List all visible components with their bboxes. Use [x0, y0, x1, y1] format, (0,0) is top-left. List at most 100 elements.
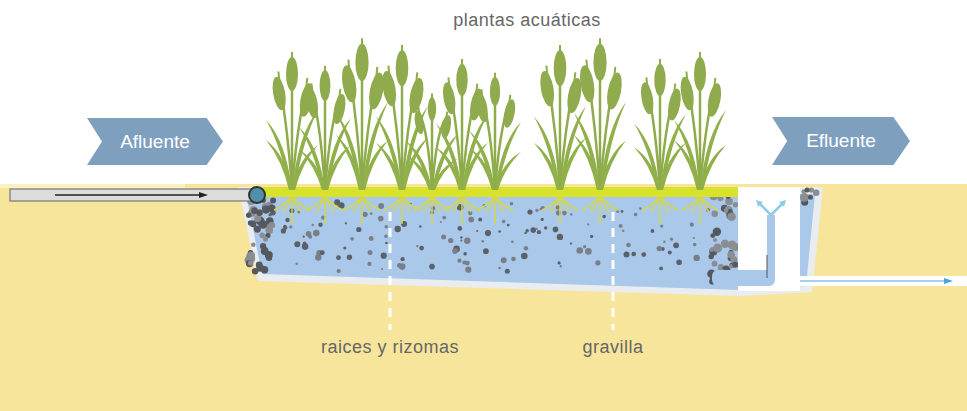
- gravel-stone: [369, 236, 374, 241]
- gravel-stone: [465, 267, 471, 273]
- gravel-stone: [268, 205, 276, 213]
- cattail-spike: [694, 57, 706, 91]
- gravel-stone: [626, 243, 631, 248]
- plant-leaf: [600, 141, 626, 191]
- inlet-pipe: [10, 189, 258, 201]
- plant-leaf: [469, 148, 495, 191]
- gravel-stone: [378, 216, 384, 222]
- cattail-spike: [320, 70, 331, 101]
- gravel-stone: [463, 252, 467, 256]
- gravel-stone: [498, 230, 501, 233]
- root: [453, 196, 462, 212]
- gravel-stone: [370, 212, 373, 215]
- gravel-stone: [269, 222, 276, 229]
- spike-tip: [347, 60, 350, 69]
- gravel-stone: [285, 218, 289, 222]
- root: [461, 196, 462, 224]
- spike-tip: [387, 66, 390, 74]
- gravel-stone: [481, 240, 484, 243]
- root: [462, 196, 480, 210]
- outlet-drain: [712, 270, 775, 286]
- gravel-stone: [363, 212, 368, 217]
- spike-tip: [545, 66, 548, 74]
- plant-leaf: [336, 135, 362, 190]
- gravel-stone: [537, 230, 541, 234]
- overflow-arrows: [760, 204, 782, 215]
- spike-tip: [291, 52, 293, 60]
- cattail-spike: [270, 76, 288, 112]
- plant-leaf: [406, 141, 432, 190]
- gravel-stone: [511, 240, 514, 243]
- gravel-stone: [429, 264, 435, 270]
- gravel-stone: [385, 225, 389, 229]
- gravel-stone: [252, 268, 258, 274]
- spike-tip: [475, 84, 478, 92]
- cattail-spike: [355, 44, 368, 81]
- root: [659, 196, 660, 224]
- spike-tip: [508, 95, 511, 102]
- gravel-stone: [320, 250, 325, 255]
- cattail-spike: [639, 81, 656, 115]
- gravel-stone: [401, 257, 405, 261]
- gravel-stone: [306, 231, 312, 237]
- spike-tip: [480, 89, 483, 96]
- flow-line: [55, 194, 200, 196]
- gravel-stone: [261, 247, 269, 255]
- basin-liner: [238, 187, 823, 296]
- gravel-stone: [576, 247, 583, 254]
- gravel-stone: [660, 225, 663, 228]
- spike-tip: [445, 112, 448, 118]
- gravel-stone: [505, 269, 510, 274]
- gravel-stone: [558, 261, 561, 264]
- gravel-stone: [502, 220, 506, 224]
- plant-leaf: [534, 117, 560, 191]
- gravel-stone: [303, 236, 305, 238]
- gravel-stone: [524, 246, 528, 250]
- root: [423, 196, 432, 212]
- gravel-stone: [501, 257, 507, 263]
- root: [651, 196, 660, 212]
- gravel-stone: [727, 251, 735, 259]
- gravel-stone: [318, 223, 322, 227]
- gravel-stone: [587, 223, 589, 225]
- plant-leaf: [266, 140, 292, 190]
- gravel-stone: [540, 208, 542, 210]
- gravel-stone: [294, 241, 300, 247]
- root: [691, 196, 700, 212]
- roots: [274, 196, 718, 224]
- gravel-stone: [511, 257, 516, 262]
- gravel-stone: [498, 267, 500, 269]
- spike-tip: [494, 73, 496, 80]
- gravel-stone: [385, 242, 388, 245]
- root: [560, 196, 578, 210]
- flow-chevron: Efluente: [772, 117, 910, 165]
- plant-leaf: [560, 106, 586, 190]
- gravel-stone: [442, 216, 446, 220]
- gravel-stone: [693, 237, 695, 239]
- gravel-stone: [590, 235, 593, 238]
- plant-leaf: [700, 110, 726, 190]
- gravel-stone: [673, 242, 679, 248]
- standpipe: [767, 215, 775, 277]
- gravel-stone: [560, 265, 562, 267]
- root: [591, 196, 600, 212]
- root: [292, 196, 310, 210]
- gravel-stone: [535, 209, 538, 212]
- plant-leaf: [336, 113, 362, 190]
- root: [393, 196, 402, 212]
- gravel-stone: [694, 255, 700, 261]
- root: [600, 196, 618, 210]
- root: [316, 196, 325, 212]
- plant-leaf: [436, 124, 462, 191]
- gravel-stone: [254, 215, 261, 222]
- spike-tip: [613, 67, 616, 76]
- plant-leaf: [299, 127, 325, 190]
- root: [431, 196, 432, 224]
- root: [353, 196, 362, 212]
- plant-leaf: [376, 117, 402, 191]
- cattail-spike: [286, 57, 298, 91]
- gravel-stone: [651, 229, 655, 233]
- leader-line: [389, 212, 392, 330]
- plant-leaf: [325, 118, 351, 190]
- cattail-spike: [407, 77, 426, 114]
